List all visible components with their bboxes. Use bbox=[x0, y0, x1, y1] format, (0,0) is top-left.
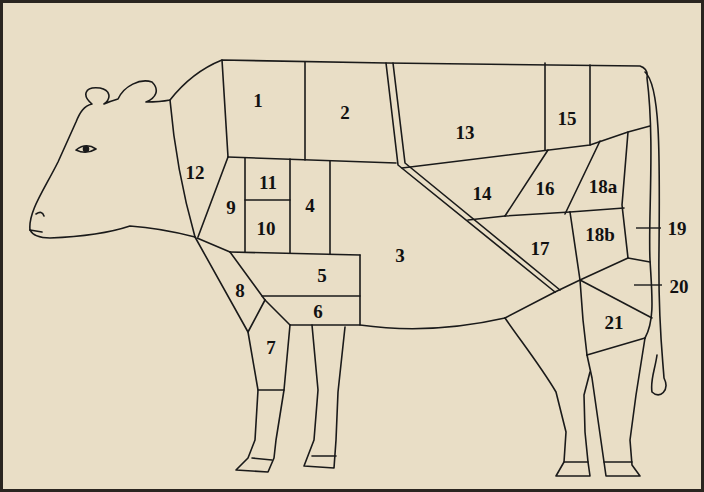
callout-number: 5 bbox=[317, 266, 327, 285]
callout-number: 6 bbox=[313, 302, 323, 321]
callout-number: 14 bbox=[473, 184, 492, 203]
callout-number: 4 bbox=[305, 196, 315, 215]
cow-outline bbox=[30, 60, 666, 476]
callout-number: 10 bbox=[257, 219, 276, 238]
callout-number: 15 bbox=[558, 109, 577, 128]
callout-number: 20 bbox=[670, 277, 689, 296]
callout-number: 2 bbox=[340, 103, 350, 122]
callout-number: 3 bbox=[395, 246, 405, 265]
callout-number: 7 bbox=[266, 338, 276, 357]
callout-number: 18a bbox=[589, 177, 618, 196]
callout-number: 9 bbox=[226, 198, 236, 217]
callout-number: 19 bbox=[668, 219, 687, 238]
callout-number: 1 bbox=[253, 91, 263, 110]
callout-number: 18b bbox=[585, 225, 615, 244]
callout-number: 16 bbox=[536, 179, 555, 198]
callout-number: 21 bbox=[605, 313, 624, 332]
callout-number: 11 bbox=[259, 173, 277, 192]
leader-line bbox=[634, 228, 662, 285]
callout-number: 17 bbox=[531, 239, 550, 258]
callout-number: 8 bbox=[235, 281, 245, 300]
callout-number: 13 bbox=[456, 123, 475, 142]
callout-number: 12 bbox=[186, 163, 205, 182]
